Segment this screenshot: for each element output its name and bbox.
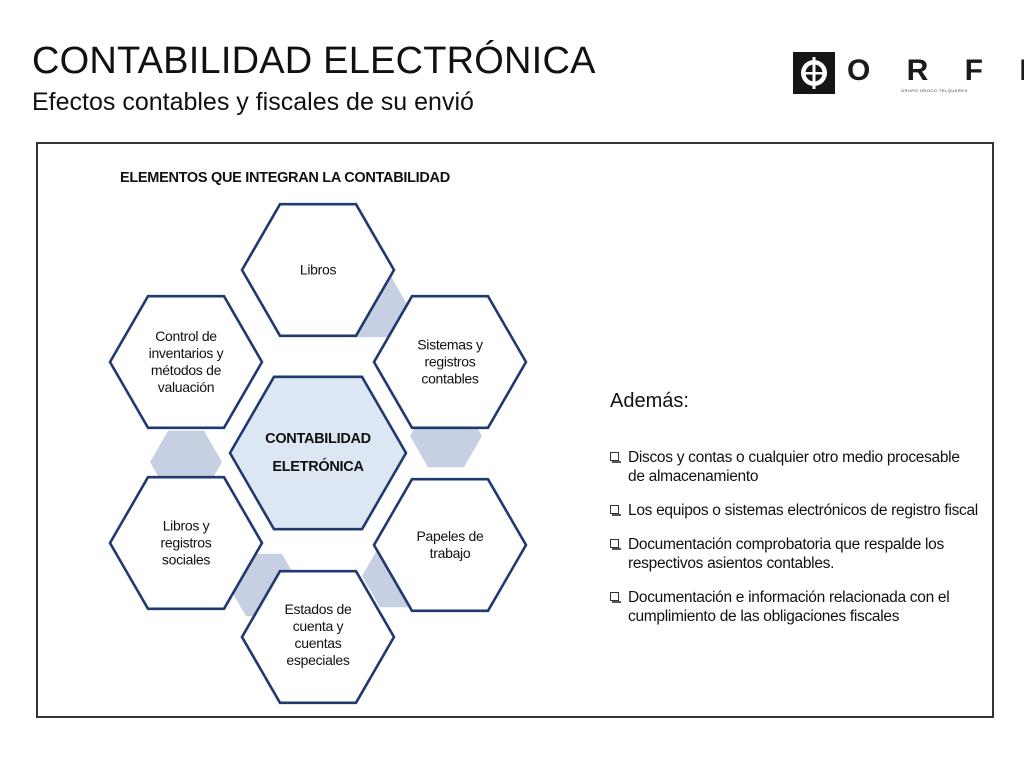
list-item: Documentación e información relacionada … (610, 588, 980, 626)
list-item: Discos y contas o cualquier otro medio p… (610, 448, 980, 486)
center-label-line1: CONTABILIDAD (265, 431, 371, 447)
node-hexagon (108, 294, 264, 430)
list-item: Los equipos o sistemas electrónicos de r… (610, 501, 980, 520)
logo-mark-icon (793, 52, 835, 94)
node-hexagon (240, 569, 396, 705)
node-papeles-trabajo: Papeles de trabajo (416, 528, 484, 561)
node-control-inventarios: Control de inventarios y métodos de valu… (148, 328, 224, 395)
node-libros-sociales: Libros y registros sociales (160, 517, 212, 568)
node-libros: Libros (299, 261, 337, 278)
checkbox-bullet-icon (610, 452, 621, 463)
center-hexagon-label: CONTABILIDAD ELETRÓNICA (243, 425, 393, 481)
node-hexagon (108, 475, 264, 611)
node-sistemas-registros: Sistemas y registros contables (417, 336, 483, 387)
extras-heading: Además: (610, 390, 689, 412)
center-label-line2: ELETRÓNICA (272, 459, 364, 475)
diagram-title: ELEMENTOS QUE INTEGRAN LA CONTABILIDAD (120, 170, 450, 186)
page-title: CONTABILIDAD ELECTRÓNICA (32, 40, 596, 82)
node-estados-cuenta: Estados de cuenta y cuentas especiales (284, 601, 352, 668)
checkbox-bullet-icon (610, 505, 621, 516)
checkbox-bullet-icon (610, 592, 621, 603)
orfe-logo: O R F E GRUPO OROCO TELQUERES (793, 52, 1024, 98)
center-hexagon (228, 375, 408, 531)
node-hexagon (372, 477, 528, 613)
node-hexagon (240, 202, 396, 338)
page-subtitle: Efectos contables y fiscales de su envió (32, 88, 474, 116)
content-frame (36, 142, 994, 718)
node-hexagon (372, 294, 528, 430)
checkbox-bullet-icon (610, 539, 621, 550)
logo-wordmark: O R F E (847, 54, 1024, 87)
list-item: Documentación comprobatoria que respalde… (610, 535, 980, 573)
logo-tagline: GRUPO OROCO TELQUERES (901, 88, 968, 93)
extras-list: Discos y contas o cualquier otro medio p… (610, 448, 980, 641)
